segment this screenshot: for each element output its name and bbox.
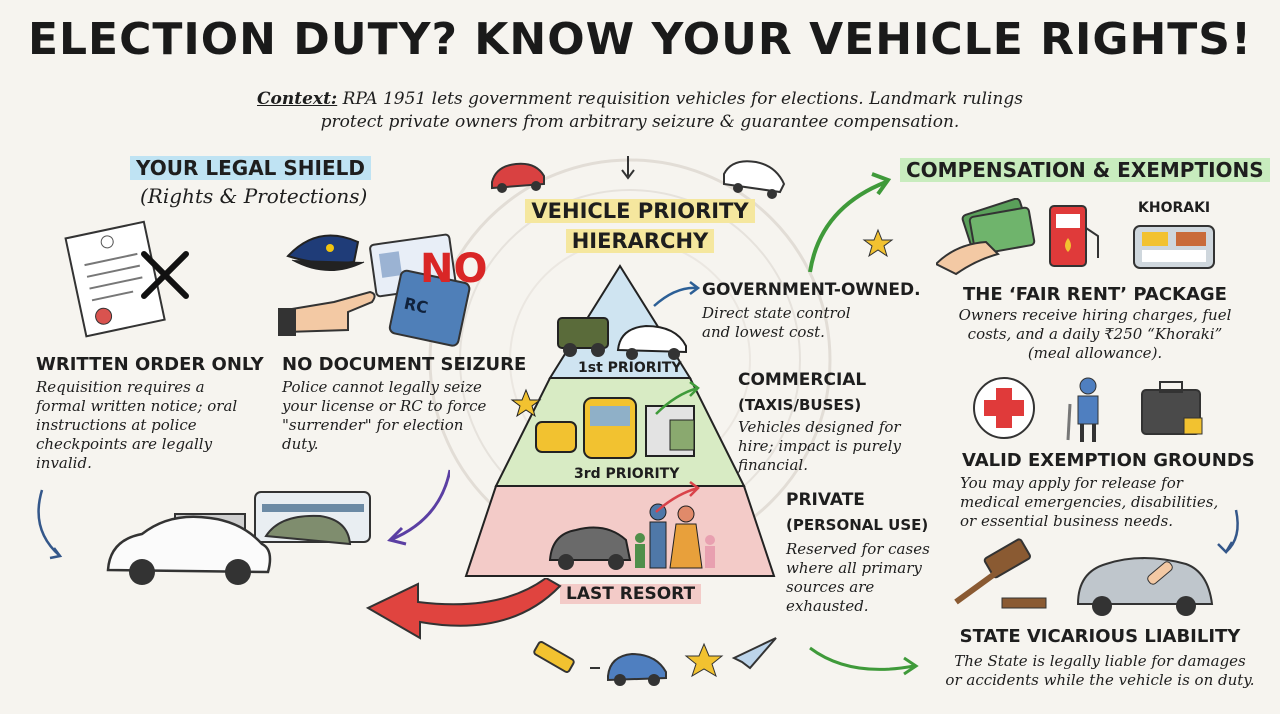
government-owned-title: GOVERNMENT-OWNED.: [702, 280, 921, 300]
context-line-1: RPA 1951 lets government requisition veh…: [342, 89, 1023, 109]
bottom-doodles-icon: [533, 637, 919, 686]
gavel-icon: [954, 538, 1047, 609]
cash-hand-icon: [936, 198, 1036, 276]
damaged-car-icon: [1076, 557, 1214, 616]
category-pointers: [653, 281, 701, 513]
traffic-illustration-icon: [37, 469, 450, 585]
medical-cross-icon: [973, 377, 1035, 439]
no-stamp: NO: [420, 246, 488, 292]
meal-tray-icon: [1133, 225, 1215, 269]
exemption-icons: [973, 377, 1203, 442]
context-label: Context:: [257, 89, 338, 109]
compensation-heading: COMPENSATION & EXEMPTIONS: [900, 158, 1270, 182]
written-order-text: Requisition requires a formal written no…: [36, 378, 238, 472]
context-line-2: protect private owners from arbitrary se…: [320, 112, 960, 132]
private-subtitle: (PERSONAL USE): [786, 516, 929, 534]
fuel-pump-icon: [1049, 205, 1099, 267]
document-seizure-title: NO DOCUMENT SEIZURE: [282, 354, 527, 375]
green-up-arrow-icon: [808, 172, 894, 273]
red-return-arrow-icon: [365, 578, 562, 640]
written-order-title: WRITTEN ORDER ONLY: [36, 354, 264, 375]
disability-person-icon: [1066, 377, 1099, 442]
document-seizure-text: Police cannot legally seize your license…: [282, 378, 487, 453]
legal-shield-subheading: (Rights & Protections): [140, 184, 368, 208]
priority-1-label: 1st PRIORITY: [578, 360, 682, 376]
private-text: Reserved for cases where all primary sou…: [786, 540, 930, 615]
locked-briefcase-icon: [1141, 381, 1203, 435]
last-resort-label: LAST RESORT: [560, 584, 702, 604]
private-title: PRIVATE: [786, 490, 865, 510]
liability-text: The State is legally liable for damages …: [945, 652, 1255, 689]
liability-title: STATE VICARIOUS LIABILITY: [959, 626, 1241, 647]
written-document-icon: [64, 220, 189, 338]
commercial-text: Vehicles designed for hire; impact is pu…: [738, 418, 901, 474]
priority-3-label: 3rd PRIORITY: [574, 466, 680, 482]
priority-pyramid: [464, 156, 786, 577]
fair-rent-text: Owners receive hiring charges, fuel cost…: [958, 306, 1232, 362]
context-text: Context: RPA 1951 lets government requis…: [190, 88, 1090, 134]
pyramid-heading: VEHICLE PRIORITY HIERARCHY: [510, 196, 770, 256]
police-seizure-icon: [278, 233, 471, 347]
white-car-icon: [723, 160, 786, 199]
liability-icons: [954, 509, 1239, 616]
fair-rent-title: THE ‘FAIR RENT’ PACKAGE: [963, 284, 1227, 305]
exemption-text: You may apply for release for medical em…: [960, 474, 1219, 530]
commercial-title: COMMERCIAL: [738, 370, 867, 390]
red-car-icon: [491, 162, 545, 193]
government-owned-text: Direct state control and lowest cost.: [702, 304, 851, 341]
page-title: ELECTION DUTY? KNOW YOUR VEHICLE RIGHTS!: [27, 14, 1253, 65]
khoraki-label: KHORAKI: [1138, 200, 1211, 216]
fair-rent-icons: [936, 198, 1215, 276]
legal-shield-heading: YOUR LEGAL SHIELD: [130, 156, 371, 180]
commercial-subtitle: (TAXIS/BUSES): [738, 396, 862, 414]
exemption-title: VALID EXEMPTION GROUNDS: [962, 450, 1255, 471]
